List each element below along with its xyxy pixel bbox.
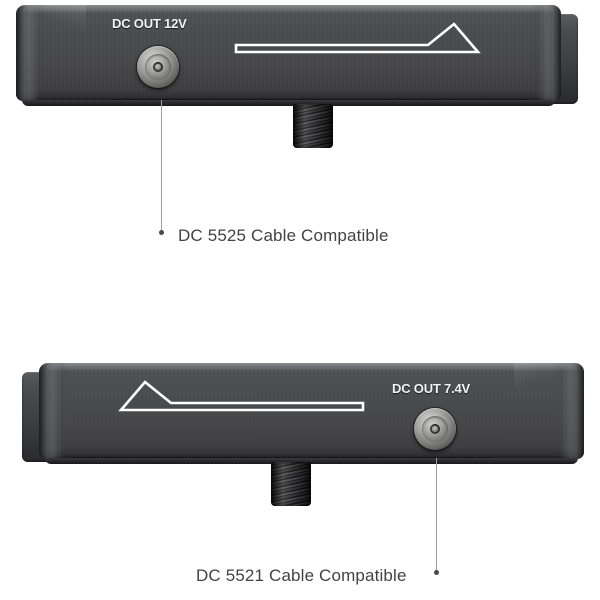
port-label-top: DC OUT 12V bbox=[112, 16, 187, 31]
dc-output-port-top[interactable] bbox=[137, 46, 179, 88]
base-lip bbox=[22, 100, 555, 106]
peak-outline-logo-bottom bbox=[117, 378, 367, 414]
corner-chamfer bbox=[514, 363, 584, 389]
callout-caption-bottom: DC 5521 Cable Compatible bbox=[196, 566, 407, 585]
tripod-screw-thread-top bbox=[293, 104, 333, 148]
port-pin-well bbox=[152, 61, 164, 73]
callout-anchor-dot-bottom bbox=[434, 570, 439, 575]
left-edge-shade bbox=[39, 363, 69, 459]
callout-leader-line-bottom bbox=[436, 458, 437, 572]
right-edge-shade bbox=[554, 363, 584, 459]
top-bevel-highlight bbox=[46, 363, 577, 370]
port-pin-well bbox=[429, 423, 441, 435]
callout-leader-line-top bbox=[161, 100, 162, 232]
callout-caption-top: DC 5525 Cable Compatible bbox=[178, 226, 389, 245]
dc-output-port-bottom[interactable] bbox=[414, 408, 456, 450]
tripod-screw-thread-bottom bbox=[271, 462, 311, 506]
base-lip bbox=[45, 458, 578, 464]
callout-anchor-dot-top bbox=[159, 230, 164, 235]
port-label-bottom: DC OUT 7.4V bbox=[392, 381, 470, 396]
peak-outline-logo-top bbox=[232, 20, 482, 56]
